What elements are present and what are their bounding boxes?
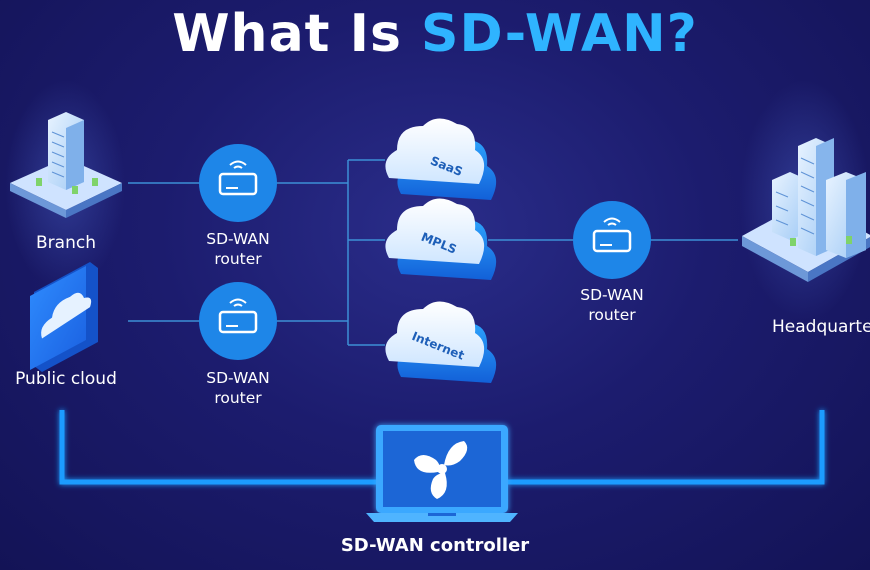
fan-logo-icon bbox=[414, 441, 468, 499]
title-highlight: SD-WAN? bbox=[421, 4, 698, 64]
internet-cloud-icon: Internet bbox=[385, 301, 497, 383]
public-cloud-icon bbox=[30, 262, 98, 372]
hq-router-icon bbox=[573, 201, 651, 279]
controller-line-left bbox=[59, 410, 378, 485]
controller-label: SD-WAN controller bbox=[340, 535, 530, 556]
public-cloud-label: Public cloud bbox=[15, 369, 117, 389]
cloud-router-label-line1: SD-WAN bbox=[206, 369, 270, 387]
controller-lines bbox=[59, 410, 825, 485]
branch-router-icon bbox=[199, 144, 277, 222]
cloud-router-label: SD-WAN router bbox=[188, 368, 288, 408]
branch-building-icon bbox=[10, 112, 122, 218]
mpls-cloud-icon: MPLS bbox=[385, 198, 497, 280]
controller-line-right bbox=[508, 410, 825, 485]
page-title: What Is SD-WAN? bbox=[0, 4, 870, 64]
branch-router-label-line1: SD-WAN bbox=[206, 230, 270, 248]
headquarters-label: Headquarte bbox=[772, 317, 870, 337]
hq-router-label-line2: router bbox=[588, 306, 636, 324]
hq-router-label-line1: SD-WAN bbox=[580, 286, 644, 304]
saas-cloud-icon: SaaS bbox=[385, 118, 497, 200]
controller-laptop-icon bbox=[366, 425, 518, 522]
headquarters-building-icon bbox=[742, 138, 870, 282]
hq-router-label: SD-WAN router bbox=[562, 285, 662, 325]
title-prefix: What Is bbox=[172, 4, 422, 64]
branch-label: Branch bbox=[36, 233, 96, 253]
cloud-router-icon bbox=[199, 282, 277, 360]
branch-router-label-line2: router bbox=[214, 250, 262, 268]
branch-router-label: SD-WAN router bbox=[188, 229, 288, 269]
connection-lines bbox=[128, 159, 738, 346]
cloud-router-label-line2: router bbox=[214, 389, 262, 407]
